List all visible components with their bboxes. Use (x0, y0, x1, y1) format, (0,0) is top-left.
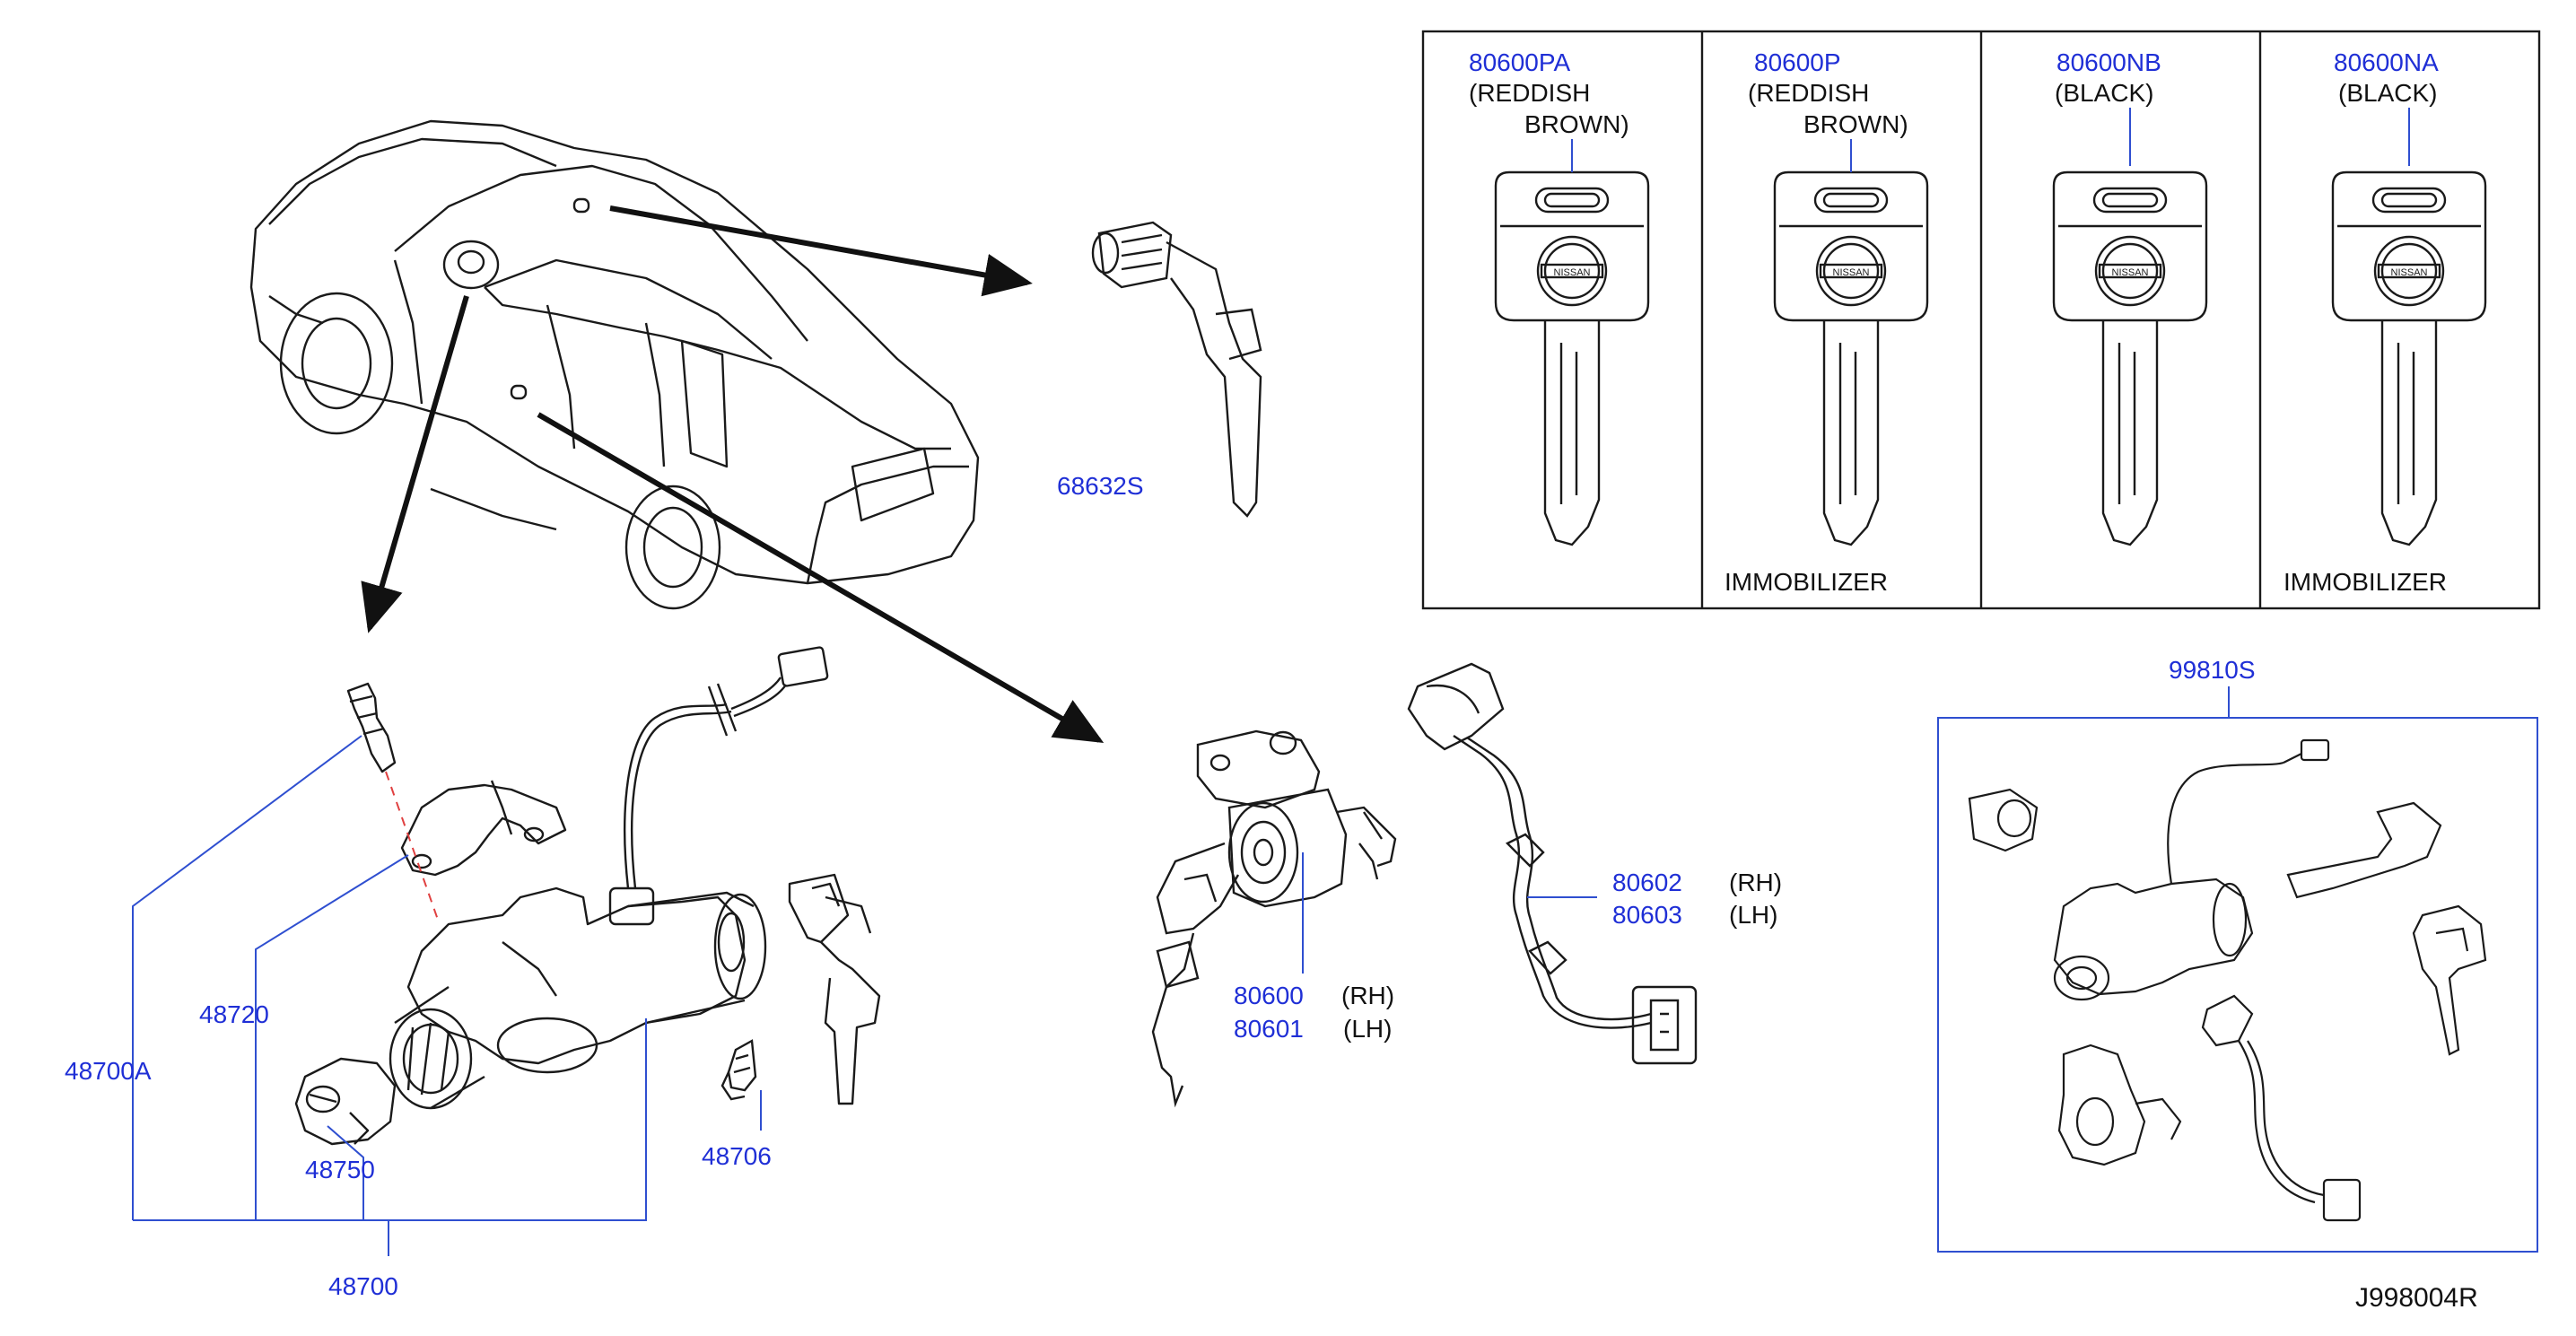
callout-48720[interactable]: 48720 (199, 1000, 269, 1028)
door-harness (1407, 662, 1698, 1065)
nissan-logo: NISSAN (1833, 267, 1870, 278)
key-warning-switch (720, 1039, 757, 1101)
key-shapes: NISSAN NISSAN NISSAN NISSAN (1494, 170, 2487, 546)
key-set-contents (1968, 738, 2487, 1222)
vehicle-illustration (249, 119, 980, 610)
callout-80600[interactable]: 80600 (1234, 982, 1304, 1009)
door-lock-cylinder (1151, 729, 1397, 1108)
key-desc-80600p-line1: (REDDISH (1748, 79, 1870, 107)
key-80600na: NISSAN (2331, 170, 2487, 546)
key-80600nb: NISSAN (2052, 170, 2208, 546)
callout-80602-side: (RH) (1729, 869, 1783, 896)
key-desc-80600nb: (BLACK) (2055, 79, 2154, 107)
diagram-code: J998004R (2355, 1283, 2478, 1313)
callout-80601[interactable]: 80601 (1234, 1015, 1304, 1043)
key-part-80600pa[interactable]: 80600PA (1469, 48, 1571, 76)
callout-48750[interactable]: 48750 (305, 1156, 375, 1183)
key-80600pa: NISSAN (1494, 170, 1650, 546)
callout-80601-side: (LH) (1343, 1015, 1393, 1043)
callout-99810s[interactable]: 99810S (2169, 656, 2256, 684)
key-part-80600nb[interactable]: 80600NB (2056, 48, 2161, 76)
nissan-logo: NISSAN (1554, 267, 1591, 278)
callout-80603[interactable]: 80603 (1612, 901, 1682, 929)
key-desc-80600na: (BLACK) (2338, 79, 2438, 107)
key-desc-80600p-line2: BROWN) (1803, 110, 1908, 138)
key-desc-80600pa-line2: BROWN) (1524, 110, 1629, 138)
steering-leader-lines (132, 735, 762, 1256)
key-note-80600p: IMMOBILIZER (1725, 568, 1889, 596)
callout-68632s[interactable]: 68632S (1057, 472, 1144, 500)
nissan-logo: NISSAN (2391, 267, 2428, 278)
callout-48706[interactable]: 48706 (702, 1142, 772, 1170)
key-set-box (1937, 717, 2538, 1253)
assembly-guide-line (385, 771, 439, 921)
callout-arrows (361, 205, 1105, 744)
steering-lock-assembly (294, 646, 881, 1146)
key-part-80600p[interactable]: 80600P (1754, 48, 1841, 76)
callout-48700a[interactable]: 48700A (65, 1057, 152, 1085)
callout-80602[interactable]: 80602 (1612, 869, 1682, 896)
key-note-80600na: IMMOBILIZER (2283, 568, 2448, 596)
key-table (1421, 30, 2541, 610)
key-part-80600na[interactable]: 80600NA (2334, 48, 2439, 76)
key-leader-lines (1571, 108, 2410, 172)
callout-80603-side: (LH) (1729, 901, 1778, 929)
back-door-lock-cylinder (1091, 221, 1262, 518)
key-desc-80600pa-line1: (REDDISH (1469, 79, 1591, 107)
callout-80600-side: (RH) (1341, 982, 1395, 1009)
key-80600p: NISSAN (1773, 170, 1929, 546)
nissan-logo: NISSAN (2112, 267, 2149, 278)
callout-48700[interactable]: 48700 (328, 1272, 398, 1300)
